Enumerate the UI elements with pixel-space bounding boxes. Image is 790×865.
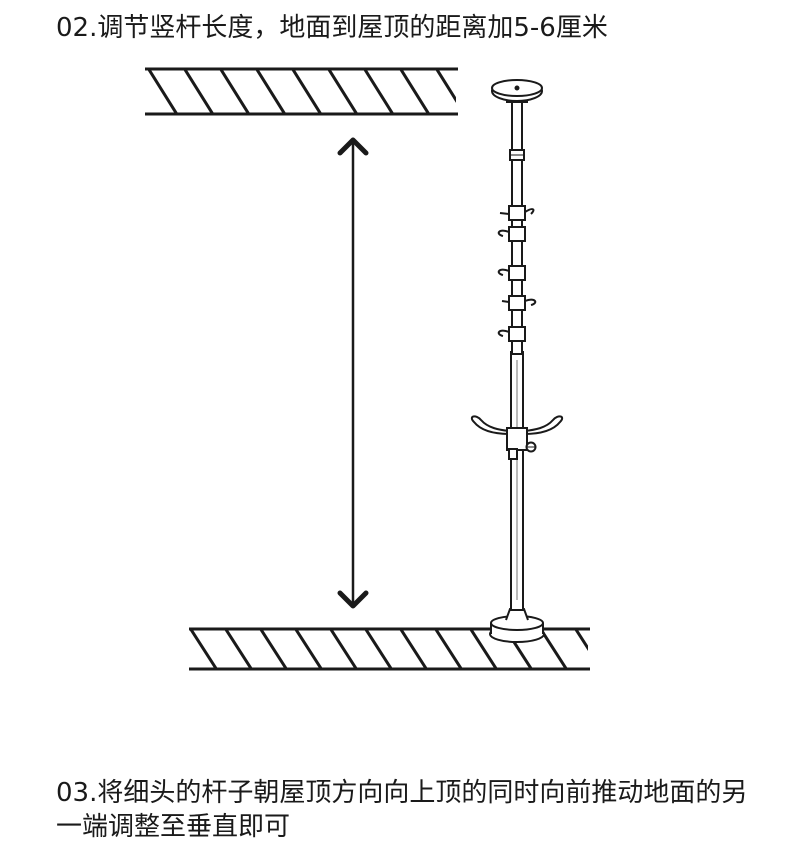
clip-hook-3: [497, 265, 526, 281]
clip-hook-1: [499, 205, 535, 221]
clip-hook-2: [497, 226, 526, 242]
clip-hook-5: [497, 326, 526, 342]
floor-hatch: [189, 627, 590, 671]
step-03-instruction: 03.将细头的杆子朝屋顶方向向上顶的同时向前推动地面的另一端调整至垂直即可: [56, 778, 748, 842]
height-arrow: [337, 137, 369, 609]
clip-hook-4: [501, 295, 537, 311]
ceiling-hatch: [145, 67, 458, 116]
double-hook: [470, 415, 564, 460]
step-02-heading: 02.调节竖杆长度，地面到屋顶的距离加5-6厘米: [56, 13, 608, 43]
pole-stand: [470, 79, 564, 643]
